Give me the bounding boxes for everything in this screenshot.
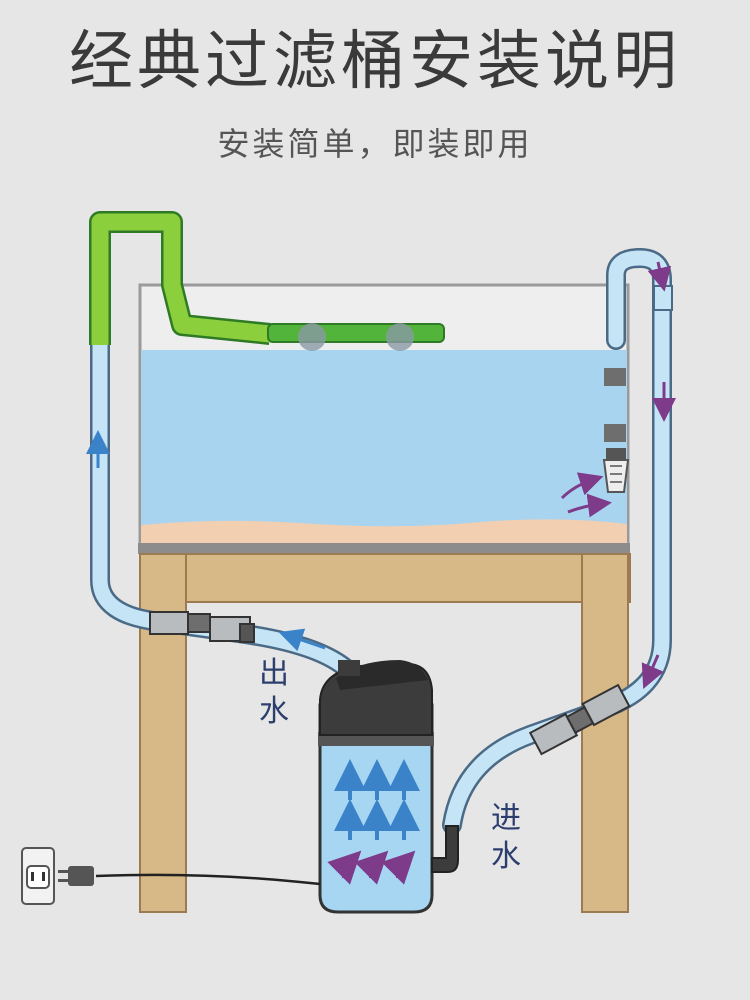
flow-arrow-icon — [560, 472, 604, 500]
tank-base — [138, 543, 630, 554]
canister-inlet-elbow — [431, 825, 459, 873]
outlet-label-bottom: 水 — [259, 694, 289, 729]
power-cord — [95, 873, 321, 886]
canister-outlet-port — [338, 660, 360, 676]
flow-arrow-icon — [567, 493, 612, 518]
aquarium-sand — [141, 519, 627, 545]
flow-arrow-icon — [278, 628, 326, 652]
aquarium-water — [141, 350, 627, 528]
table-leg-left — [139, 553, 187, 913]
inlet-label-bottom: 水 — [491, 839, 521, 874]
inlet-quick-connector — [528, 683, 631, 756]
green-return-pipe — [89, 211, 445, 351]
page-subtitle: 安装简单，即装即用 — [217, 125, 533, 163]
table-leg-right — [581, 553, 629, 913]
spray-bar — [267, 323, 445, 343]
internal-flow-arrows — [327, 759, 420, 885]
inlet-hose — [442, 247, 676, 835]
canister-filter — [318, 660, 459, 914]
wall-outlet-icon — [21, 847, 55, 905]
inlet-tube-connector — [653, 285, 673, 311]
suction-cup-icon — [386, 323, 414, 351]
inlet-label: 进 水 — [486, 800, 526, 876]
flow-arrow-icon — [641, 654, 664, 690]
intake-strainer — [560, 368, 630, 518]
inlet-label-top: 进 — [491, 801, 521, 836]
outlet-label-top: 出 — [259, 656, 289, 691]
flow-arrow-icon — [647, 261, 672, 292]
page-title: 经典过滤桶安装说明 — [69, 25, 681, 99]
outlet-label: 出 水 — [254, 655, 294, 731]
suction-cup-icon — [298, 323, 326, 351]
outlet-quick-connector — [149, 611, 255, 643]
power-plug-icon — [58, 866, 94, 886]
